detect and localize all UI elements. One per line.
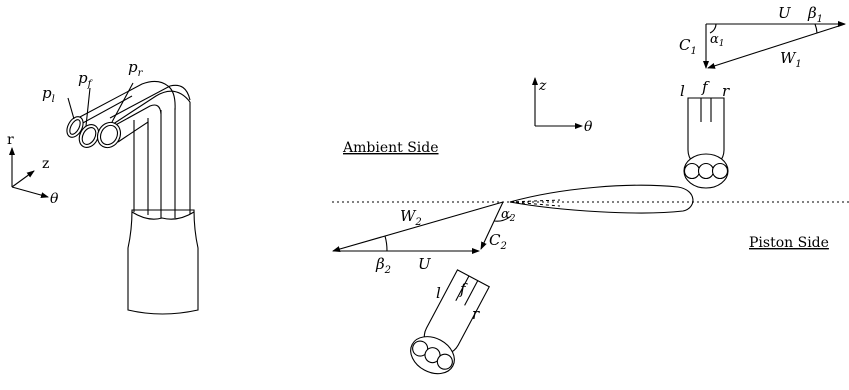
label-pl: pl xyxy=(42,84,55,105)
axis-theta-label-right: θ xyxy=(584,119,593,135)
probe-bottom-l: l xyxy=(436,284,441,302)
coordinate-axes-left: r z θ xyxy=(7,132,59,207)
axis-theta-label: θ xyxy=(50,191,59,207)
piston-side-label: Piston Side xyxy=(749,235,829,251)
probe-top: l f r xyxy=(680,78,730,189)
inlet-C-label: C1 xyxy=(679,36,697,57)
probe-top-r: r xyxy=(722,82,730,100)
inlet-U-label: U xyxy=(778,4,792,22)
label-pr: pr xyxy=(128,58,144,79)
blade-airfoil xyxy=(509,184,694,214)
probe-stem xyxy=(127,209,199,315)
axis-z-label: z xyxy=(42,156,49,172)
inlet-alpha-label: α1 xyxy=(710,32,725,49)
probe-top-l: l xyxy=(680,82,685,100)
inlet-velocity-triangle: U β1 α1 C1 W1 xyxy=(679,4,846,70)
inlet-beta-label: β1 xyxy=(807,4,823,25)
outlet-velocity-triangle: W2 α2 C2 β2 U xyxy=(332,201,516,276)
label-pf: pf xyxy=(78,69,94,90)
probe-bottom-r: r xyxy=(472,305,480,323)
axis-r-label: r xyxy=(7,132,14,148)
inlet-W-label: W1 xyxy=(780,49,802,70)
coordinate-axes-right: z θ xyxy=(532,77,593,135)
outlet-alpha-label: α2 xyxy=(501,207,516,224)
ambient-side-label: Ambient Side xyxy=(342,140,439,156)
probe-top-f: f xyxy=(701,78,710,96)
outlet-U-label: U xyxy=(418,255,432,273)
outlet-C-label: C2 xyxy=(489,231,507,252)
outlet-beta-label: β2 xyxy=(375,255,391,276)
outlet-W-label: W2 xyxy=(400,207,422,228)
probe-bottom-f: f xyxy=(459,280,468,298)
three-hole-probe: pl pf pr xyxy=(42,58,199,315)
axis-z-label-right: z xyxy=(538,78,547,94)
probe-bottom xyxy=(410,269,490,375)
